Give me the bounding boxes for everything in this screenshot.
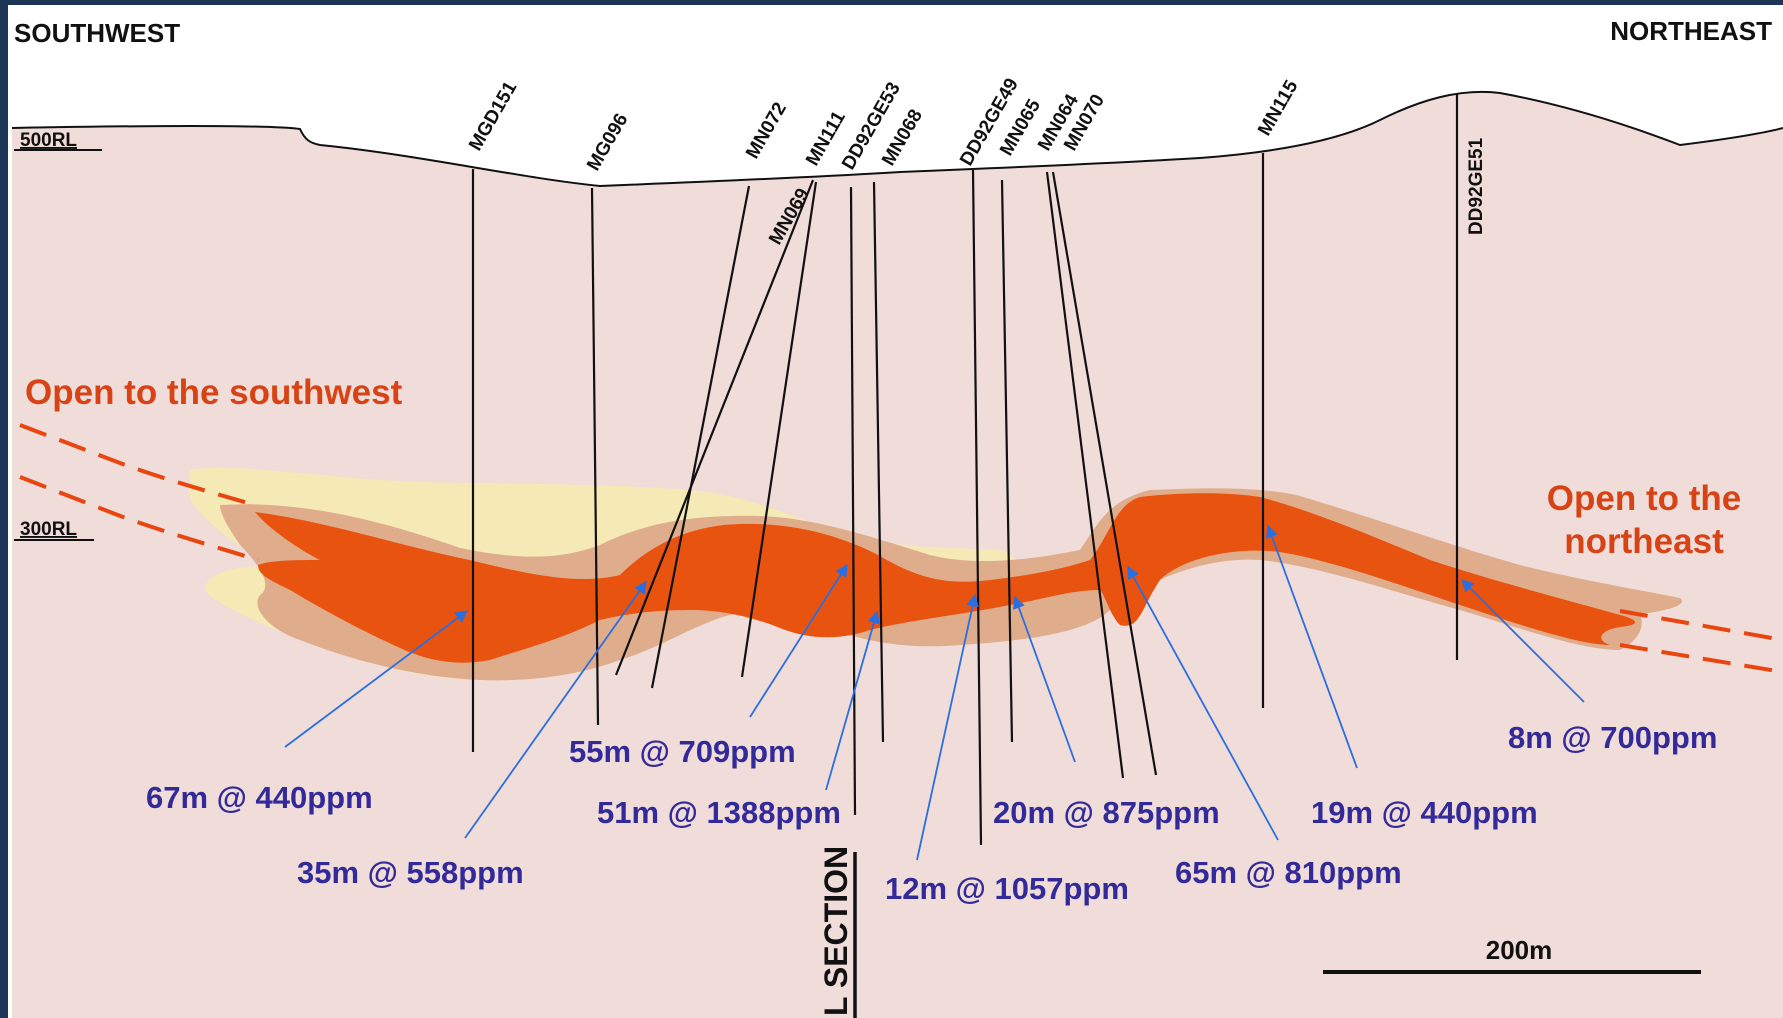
open-southwest-label: Open to the southwest bbox=[25, 373, 403, 412]
open-lines-southwest bbox=[19, 423, 259, 562]
rl-300-label: 300RL bbox=[20, 519, 77, 540]
intercept-label-mn069: 35m @ 558ppm bbox=[297, 855, 524, 890]
intercept-label-mn115: 19m @ 440ppm bbox=[1311, 795, 1538, 830]
open-northeast-label-line1: Open to the bbox=[1547, 479, 1741, 518]
open-lines-northeast bbox=[1619, 609, 1783, 674]
drill-hole-traces bbox=[471, 94, 1459, 846]
rl-500-label: 500RL bbox=[20, 130, 77, 151]
hole-label-dd92ge51: DD92GE51 bbox=[1466, 137, 1487, 235]
topography-line bbox=[11, 90, 1783, 188]
southwest-label: SOUTHWEST bbox=[14, 18, 180, 48]
ore-zone bbox=[255, 493, 1635, 663]
scale-label: 200m bbox=[1486, 935, 1553, 965]
intercept-label-mgd151: 67m @ 440ppm bbox=[146, 780, 373, 815]
section-label: L SECTION bbox=[818, 846, 854, 1016]
intercept-labels: 67m @ 440ppm 35m @ 558ppm 55m @ 709ppm 5… bbox=[146, 720, 1717, 906]
intercept-arrows bbox=[284, 524, 1585, 861]
open-northeast-label-line2: northeast bbox=[1564, 522, 1724, 561]
intercept-label-dd92ge49: 12m @ 1057ppm bbox=[885, 871, 1129, 906]
intercept-label-dd92ge51: 8m @ 700ppm bbox=[1508, 720, 1717, 755]
intercept-label-mn068: 51m @ 1388ppm bbox=[597, 795, 841, 830]
northeast-label: NORTHEAST bbox=[1610, 16, 1772, 46]
intercept-label-mn065: 20m @ 875ppm bbox=[993, 795, 1220, 830]
intercept-label-mn111: 55m @ 709ppm bbox=[569, 734, 796, 769]
intercept-label-mn070: 65m @ 810ppm bbox=[1175, 855, 1402, 890]
